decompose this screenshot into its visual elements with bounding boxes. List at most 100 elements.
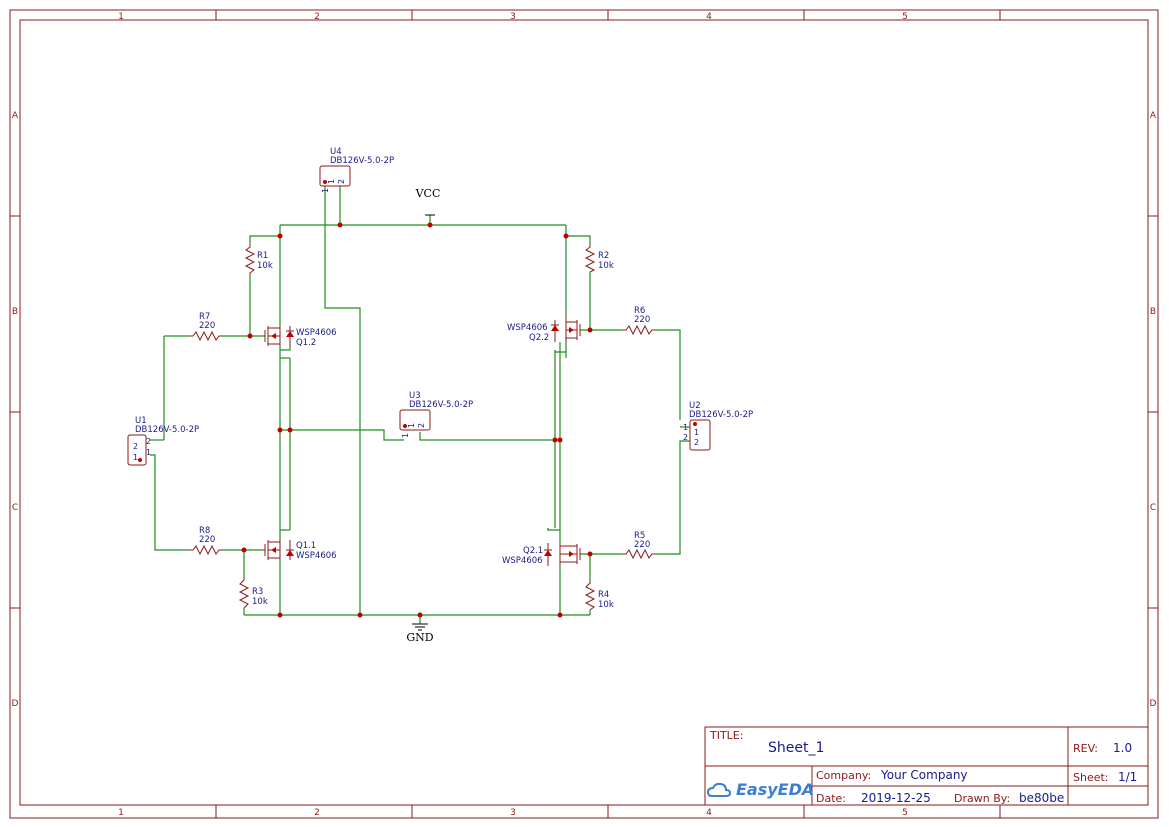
row-label-left-a: A	[12, 111, 19, 121]
r3-ref: R3	[252, 587, 263, 597]
column-label-bottom-4: 4	[706, 808, 712, 818]
vcc-symbol: VCC	[415, 187, 441, 216]
row-label-left-d: D	[12, 699, 19, 709]
resistor-r4[interactable]: R4 10k	[584, 580, 614, 611]
u1-pin2-outer: 2	[146, 437, 151, 446]
row-label-right-b: B	[1150, 307, 1156, 317]
q12-value: WSP4606	[296, 328, 337, 338]
column-label-top-3: 3	[510, 12, 516, 22]
u1-pin1-inner: 1	[133, 453, 138, 462]
date-label: Date:	[816, 792, 846, 805]
cloud-icon	[706, 782, 732, 797]
q11-value: WSP4606	[296, 551, 337, 561]
drawn-by-label: Drawn By:	[954, 792, 1010, 805]
u2-value: DB126V-5.0-2P	[689, 410, 753, 420]
column-label-bottom-3: 3	[510, 808, 516, 818]
u4-value: DB126V-5.0-2P	[330, 156, 394, 166]
row-label-left-c: C	[12, 503, 18, 513]
q11-ref: Q1.1	[296, 541, 316, 551]
resistor-r7[interactable]: R7 220	[190, 312, 222, 342]
connector-u2[interactable]: 1 2 1 2 U2 DB126V-5.0-2P	[683, 401, 753, 451]
r2-value: 10k	[598, 261, 614, 271]
column-label-top-4: 4	[706, 12, 712, 22]
q22-ref: Q2.2	[529, 333, 549, 343]
resistor-r2[interactable]: R2 10k	[584, 244, 614, 273]
resistor-r1[interactable]: R1 10k	[244, 244, 273, 276]
column-label-bottom-1: 1	[118, 808, 124, 818]
u2-pin2-outer: 2	[683, 433, 688, 442]
sheet-label: Sheet:	[1073, 771, 1109, 784]
u2-pin2-inner: 2	[694, 438, 699, 447]
r3-value: 10k	[252, 597, 268, 607]
r1-value: 10k	[257, 261, 273, 271]
company-value: Your Company	[880, 768, 968, 782]
q21-ref: Q2.1	[523, 546, 543, 556]
gnd-symbol: GND	[406, 623, 434, 644]
date-value: 2019-12-25	[861, 791, 931, 805]
u3-pin1-outer: 1	[401, 433, 410, 438]
r1-ref: R1	[257, 251, 268, 261]
column-label-top-5: 5	[902, 12, 908, 22]
connector-u1[interactable]: 2 1 2 1 U1 DB126V-5.0-2P	[127, 416, 199, 466]
r6-value: 220	[634, 315, 650, 325]
mosfet-q12[interactable]: WSP4606 Q1.2	[264, 326, 337, 348]
u2-ref: U2	[689, 401, 701, 411]
u4-pin2-inner: 2	[337, 179, 346, 184]
connector-u3[interactable]: 1 2 1 U3 DB126V-5.0-2P	[399, 391, 473, 438]
u4-pin1-outer: 1	[321, 188, 330, 193]
u4-ref: U4	[330, 147, 342, 157]
rev-label: REV:	[1073, 742, 1098, 755]
easyeda-logo: EasyEDA	[706, 780, 814, 799]
mosfet-q22[interactable]: WSP4606 Q2.2	[507, 318, 581, 343]
u4-pin1-inner: 1	[327, 179, 336, 184]
rev-value: 1.0	[1113, 741, 1132, 755]
q12-ref: Q1.2	[296, 338, 316, 348]
column-label-top-2: 2	[314, 12, 320, 22]
u3-ref: U3	[409, 391, 421, 401]
column-label-bottom-2: 2	[314, 808, 320, 818]
mosfet-q21[interactable]: Q2.1 WSP4606	[502, 543, 581, 566]
junctions	[241, 222, 593, 618]
sheet-title: Sheet_1	[768, 740, 824, 756]
u1-ref: U1	[135, 416, 147, 426]
q21-value: WSP4606	[502, 556, 543, 566]
title-block: TITLE: Sheet_1 REV: 1.0 Company: Your Co…	[704, 726, 1149, 806]
company-label: Company:	[816, 769, 871, 782]
u1-pin1-outer: 1	[146, 448, 151, 457]
q22-value: WSP4606	[507, 323, 548, 333]
gnd-label: GND	[406, 631, 433, 644]
vcc-label: VCC	[415, 187, 441, 200]
r5-ref: R5	[634, 531, 645, 541]
row-label-right-c: C	[1150, 503, 1156, 513]
drawing-frame: 1 2 3 4 5 1 2 3 4 5 A B C D A B C D	[9, 9, 1159, 819]
r5-value: 220	[634, 540, 650, 550]
r6-ref: R6	[634, 306, 645, 316]
logo-text: EasyEDA	[736, 780, 814, 799]
r7-value: 220	[199, 321, 215, 331]
row-label-right-a: A	[1150, 111, 1157, 121]
u3-pin2-inner: 2	[417, 423, 426, 428]
u2-pin1-inner: 1	[694, 428, 699, 437]
u3-pin1-inner: 1	[407, 423, 416, 428]
u1-value: DB126V-5.0-2P	[135, 425, 199, 435]
r8-ref: R8	[199, 526, 210, 536]
mosfet-q11[interactable]: Q1.1 WSP4606	[264, 540, 337, 561]
connector-u4[interactable]: 1 2 1 U4 DB126V-5.0-2P	[319, 147, 394, 193]
resistor-r8[interactable]: R8 220	[190, 526, 222, 556]
title-label: TITLE:	[709, 729, 743, 742]
sheet-value: 1/1	[1118, 770, 1137, 784]
r4-value: 10k	[598, 600, 614, 610]
row-label-left-b: B	[12, 307, 18, 317]
r4-ref: R4	[598, 590, 609, 600]
u1-pin2-inner: 2	[133, 442, 138, 451]
resistor-r3[interactable]: R3 10k	[238, 577, 268, 609]
r8-value: 220	[199, 535, 215, 545]
u2-pin1-outer: 1	[683, 423, 688, 432]
r2-ref: R2	[598, 251, 609, 261]
r7-ref: R7	[199, 312, 210, 322]
row-label-right-d: D	[1150, 699, 1157, 709]
resistor-r6[interactable]: R6 220	[622, 306, 656, 336]
column-label-bottom-5: 5	[902, 808, 908, 818]
resistor-r5[interactable]: R5 220	[622, 531, 656, 560]
